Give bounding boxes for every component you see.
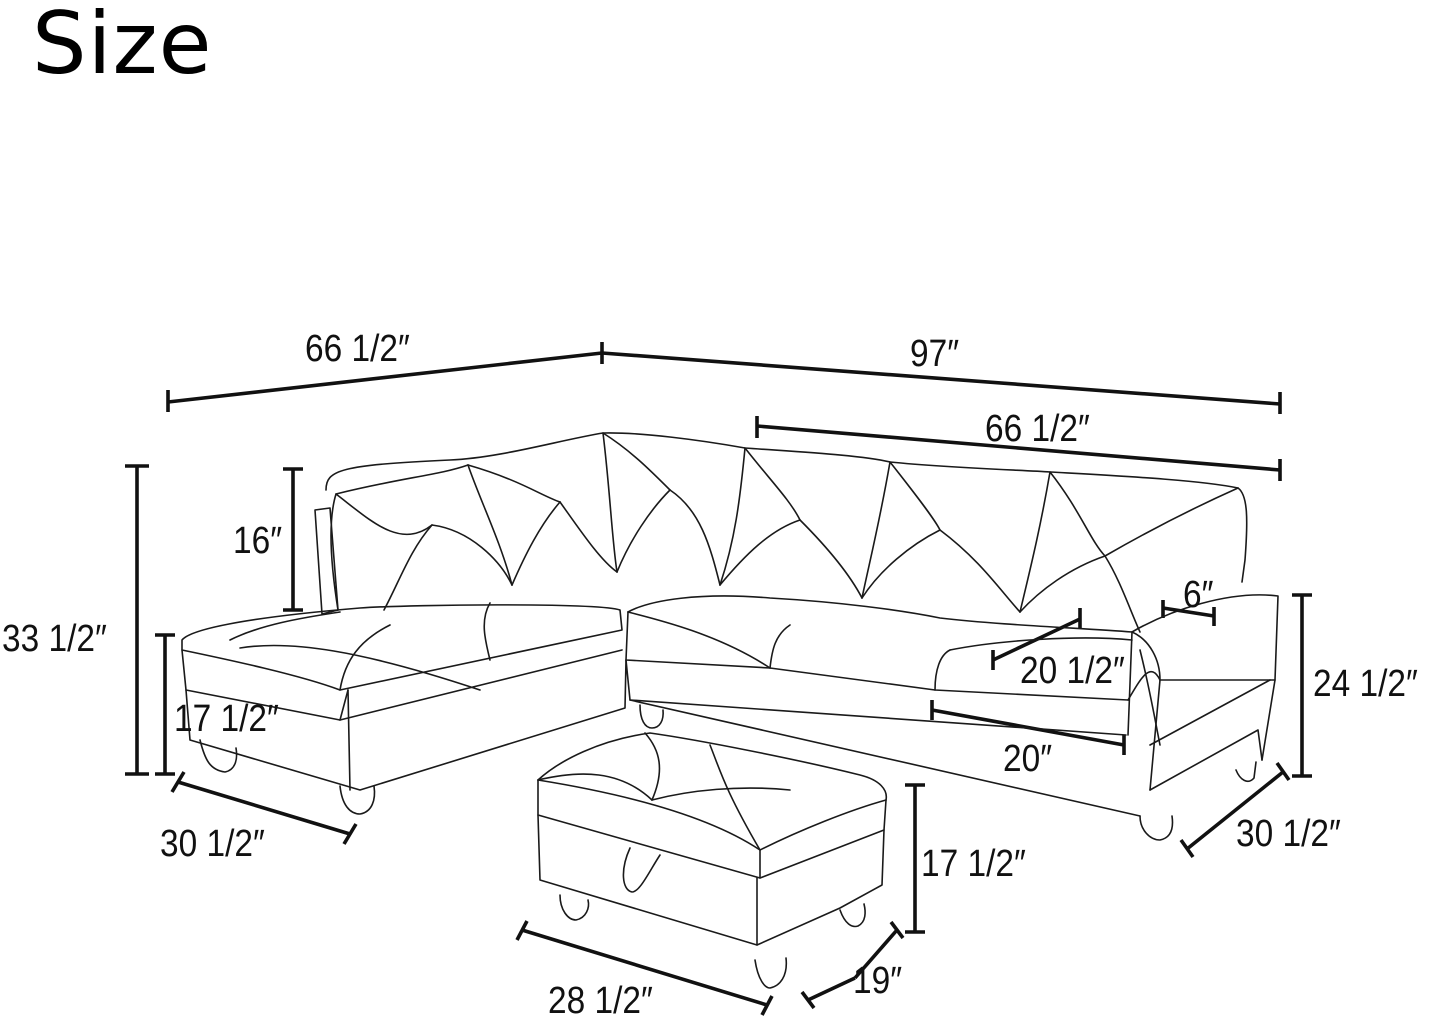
dim-label-ottoman-width: 19″ bbox=[853, 960, 903, 1002]
dim-label-sofa-back-width: 66 1/2″ bbox=[985, 408, 1090, 450]
backrest-outline bbox=[314, 432, 1248, 633]
dim-label-ottoman-length: 28 1/2″ bbox=[548, 980, 653, 1022]
dim-label-overall-right-width: 97″ bbox=[910, 333, 960, 375]
dim-label-arm-height: 24 1/2″ bbox=[1313, 663, 1418, 705]
dimension-lines bbox=[125, 342, 1312, 1016]
sofa-seats-outline bbox=[625, 594, 1279, 841]
dim-label-backrest-height: 16″ bbox=[233, 520, 283, 562]
dim-label-chaise-depth: 30 1/2″ bbox=[160, 823, 265, 865]
dim-label-sofa-depth: 30 1/2″ bbox=[1236, 813, 1341, 855]
dim-label-seat-depth: 20 1/2″ bbox=[1020, 650, 1125, 692]
dim-label-ottoman-height: 17 1/2″ bbox=[921, 843, 1026, 885]
dim-label-seat-height: 17 1/2″ bbox=[174, 698, 279, 740]
chaise-outline bbox=[181, 602, 627, 815]
diagram-title: Size bbox=[32, 0, 213, 94]
dim-label-total-height: 33 1/2″ bbox=[2, 618, 107, 660]
dim-label-overall-left-width: 66 1/2″ bbox=[305, 328, 410, 370]
ottoman-outline bbox=[537, 732, 888, 989]
dim-label-arm-width: 6″ bbox=[1183, 574, 1214, 616]
dim-label-seat-cushion-width: 20″ bbox=[1003, 738, 1053, 780]
